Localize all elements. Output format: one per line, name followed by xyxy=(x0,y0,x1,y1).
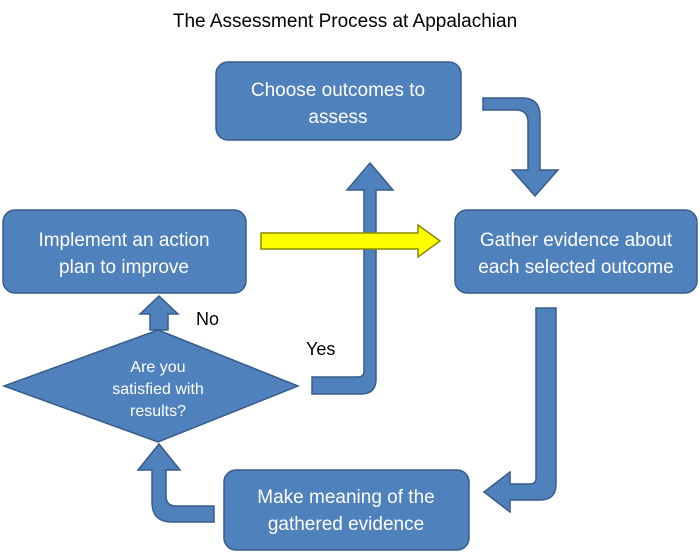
arrow-implement-to-gather xyxy=(260,223,442,259)
arrow-decision-to-implement xyxy=(138,294,180,331)
node-meaning-box xyxy=(223,469,470,551)
node-decision-line-3: results? xyxy=(130,403,186,420)
node-meaning-line-1: Make meaning of the xyxy=(257,487,434,508)
diagram-title: The Assessment Process at Appalachian xyxy=(173,11,517,32)
node-make-meaning: Make meaning of the gathered evidence xyxy=(223,469,470,551)
node-implement-line-1: Implement an action xyxy=(38,230,209,251)
node-decision: Are you satisfied with results? xyxy=(1,329,301,443)
arrow-choose-to-gather xyxy=(482,97,560,198)
edge-label-yes: Yes xyxy=(306,339,335,359)
node-gather-line-1: Gather evidence about xyxy=(480,230,673,251)
node-implement-plan: Implement an action plan to improve xyxy=(2,209,247,294)
node-gather-evidence: Gather evidence about each selected outc… xyxy=(454,209,698,294)
node-decision-diamond xyxy=(1,329,301,443)
node-gather-line-2: each selected outcome xyxy=(478,257,673,278)
node-implement-box xyxy=(2,209,247,294)
node-decision-line-2: satisfied with xyxy=(112,381,204,398)
arrow-gather-to-meaning xyxy=(482,307,557,514)
node-choose-box xyxy=(215,61,462,141)
arrow-decision-to-choose xyxy=(311,161,395,395)
node-gather-box xyxy=(454,209,698,294)
node-meaning-line-2: gathered evidence xyxy=(268,514,424,535)
node-choose-outcomes: Choose outcomes to assess xyxy=(215,61,462,141)
node-decision-line-1: Are you xyxy=(130,359,185,376)
arrow-meaning-to-decision xyxy=(136,442,215,523)
node-choose-line-2: assess xyxy=(308,107,367,128)
node-choose-line-1: Choose outcomes to xyxy=(251,80,425,101)
edge-label-no: No xyxy=(196,309,219,329)
node-implement-line-2: plan to improve xyxy=(59,257,189,278)
